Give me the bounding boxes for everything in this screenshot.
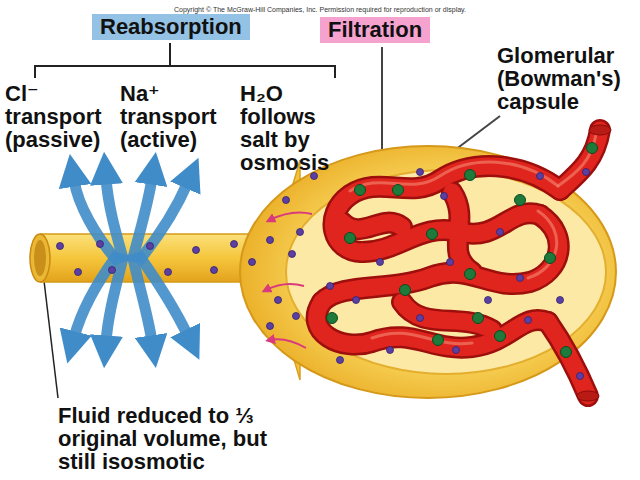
tubule-end <box>30 234 50 282</box>
filtration-arrow <box>270 339 306 348</box>
vessel-end <box>577 391 599 401</box>
copyright-note: Copyright © The McGraw-Hill Companies, I… <box>174 5 466 14</box>
heading-text: Filtration <box>328 17 422 43</box>
capillary-outline <box>317 130 600 396</box>
process-label: H₂O follows salt by osmosis <box>240 82 340 174</box>
process-label: Cl⁻ transport (passive) <box>5 82 117 151</box>
solute-dots <box>57 169 590 380</box>
filtration-arrow <box>270 212 312 220</box>
structure-label: Glomerular (Bowman's) capsule <box>497 44 635 113</box>
heading-text: Reabsorption <box>100 14 242 40</box>
filtration-arrows <box>266 212 312 348</box>
protein-dots <box>327 143 598 358</box>
bracket-tick <box>169 43 171 66</box>
note-label: Fluid reduced to ⅓ original volume, but … <box>58 404 273 473</box>
reabsorption-arrows <box>74 178 188 342</box>
heading-box: Reabsorption <box>92 14 250 40</box>
reabsorption-arrow <box>106 178 124 262</box>
glomerulus <box>317 130 600 396</box>
process-label: Na⁺ transport (active) <box>120 82 235 151</box>
leader-line <box>42 264 58 398</box>
reabsorption-arrow <box>106 254 124 342</box>
bracket <box>35 66 335 78</box>
tubule-lumen <box>34 240 46 276</box>
filtration-arrow <box>266 284 304 290</box>
heading-box: Filtration <box>320 17 430 43</box>
leader-line <box>455 116 500 150</box>
capillary-highlight <box>350 134 596 344</box>
leader-line <box>381 47 383 150</box>
vessel-end <box>589 125 611 135</box>
reabsorption-arrow <box>138 182 188 262</box>
capillary <box>317 130 600 396</box>
reabsorption-arrow <box>138 254 188 336</box>
